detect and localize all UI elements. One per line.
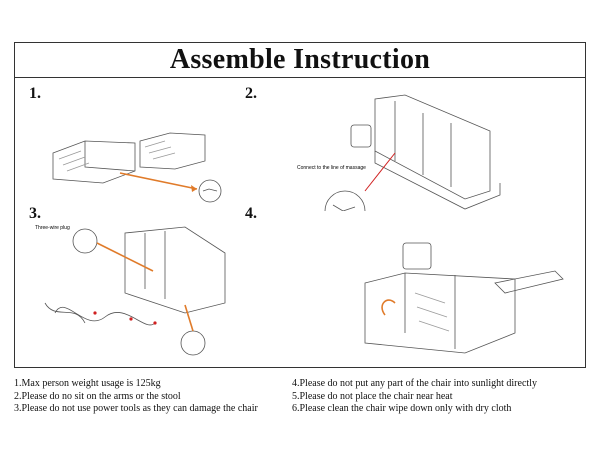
step-1-illustration: [52, 132, 222, 203]
wire-connector-dots: [93, 311, 157, 325]
step-1-number: 1.: [29, 85, 41, 102]
note-5: 5.Please do not place the chair near hea…: [292, 390, 453, 402]
note-2: 2.Please do no sit on the arms or the st…: [14, 390, 181, 402]
step-4-arrow: [381, 299, 396, 316]
instruction-frame: Assemble Instruction 1. 2. 3. 4. Connect…: [14, 42, 586, 368]
notes-right: 4.Please do not put any part of the chai…: [292, 378, 537, 416]
page-title: Assemble Instruction: [169, 44, 431, 75]
step-1-arrow: [119, 172, 198, 190]
step-4-illustration: [364, 242, 564, 354]
note-6: 6.Please clean the chair wipe down only …: [292, 403, 512, 414]
three-wire-callout: Three-wire plug: [35, 225, 70, 231]
step-2-arrow: [364, 152, 396, 192]
title-bar: Assemble Instruction: [15, 43, 585, 78]
notes-left: 1.Max person weight usage is 125kg 2.Ple…: [14, 378, 258, 416]
massage-callout: Connect to the line of massage: [297, 165, 366, 171]
step-3-illustration: Three-wire plug: [35, 225, 226, 356]
step-2-illustration: Connect to the line of massage: [297, 94, 501, 211]
step-4-number: 4.: [245, 205, 257, 222]
step-3-arrow-b: [184, 304, 194, 332]
step-3-number: 3.: [29, 205, 41, 222]
note-3: 3.Please do not use power tools as they …: [14, 403, 258, 414]
step-2-number: 2.: [245, 85, 257, 102]
step-3-arrow-a: [96, 242, 154, 272]
note-4: 4.Please do not put any part of the chai…: [292, 378, 537, 389]
note-1: 1.Max person weight usage is 125kg: [14, 378, 161, 389]
